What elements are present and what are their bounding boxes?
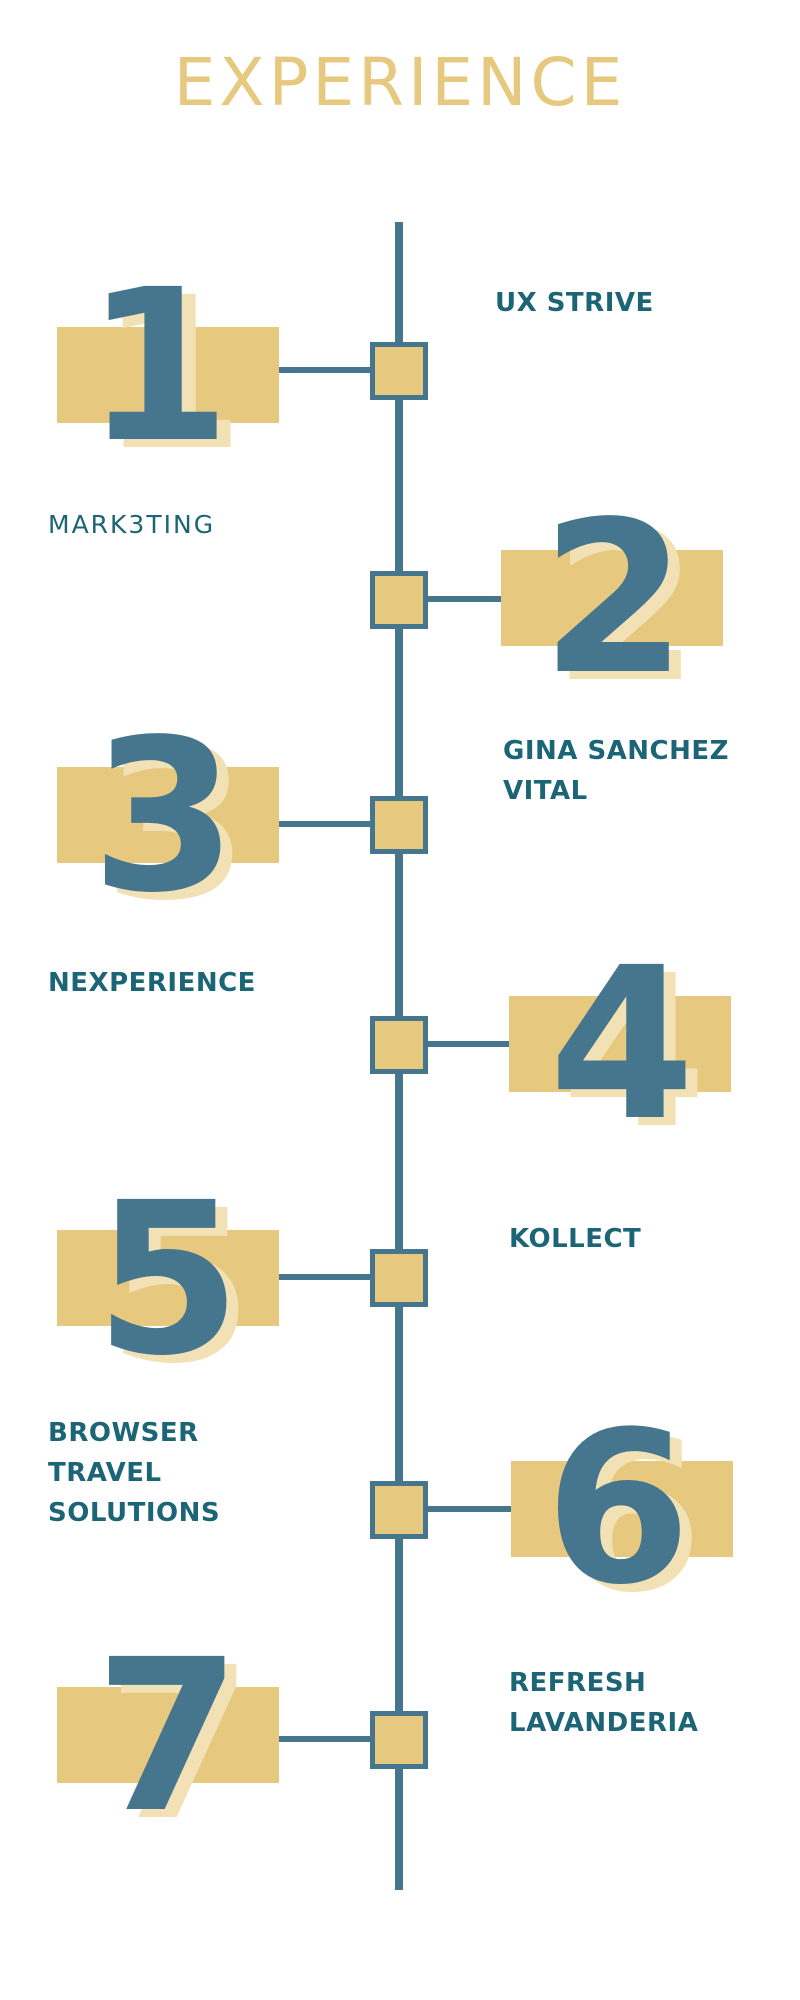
company-name-6: BROWSER TRAVEL SOLUTIONS xyxy=(48,1418,221,1528)
number-highlight-3 xyxy=(57,767,279,863)
company-name-3: GINA SANCHEZ VITAL xyxy=(503,736,730,806)
timeline-number-7: 7 xyxy=(94,1614,242,1859)
timeline-node-3 xyxy=(370,796,428,854)
company-name-4: NEXPERIENCE xyxy=(48,968,256,998)
company-name-7: REFRESH LAVANDERIA xyxy=(509,1668,699,1738)
company-name-2: MARK3TING xyxy=(48,510,216,539)
connector-5 xyxy=(279,1274,371,1280)
timeline-number-5: 5 xyxy=(94,1157,242,1402)
timeline-node-1 xyxy=(370,342,428,400)
number-highlight-7 xyxy=(57,1687,279,1783)
connector-1 xyxy=(279,367,371,373)
number-shadow-5: 5 xyxy=(106,1165,254,1410)
page-title: EXPERIENCE xyxy=(173,44,627,121)
timeline-number-3: 3 xyxy=(90,694,238,939)
timeline-node-4 xyxy=(370,1016,428,1074)
number-shadow-1: 1 xyxy=(98,252,246,497)
number-shadow-6: 6 xyxy=(556,1394,704,1639)
connector-2 xyxy=(427,596,502,602)
timeline-number-2: 2 xyxy=(540,476,688,721)
connector-6 xyxy=(427,1506,512,1512)
number-shadow-3: 3 xyxy=(102,702,250,947)
company-name-5: KOLLECT xyxy=(509,1224,642,1254)
timeline-number-4: 4 xyxy=(548,922,696,1167)
number-highlight-2 xyxy=(501,550,723,646)
company-name-1: UX STRIVE xyxy=(495,288,654,318)
timeline-node-2 xyxy=(370,571,428,629)
number-shadow-4: 4 xyxy=(560,930,708,1175)
number-shadow-2: 2 xyxy=(552,484,700,729)
connector-7 xyxy=(279,1736,371,1742)
connector-4 xyxy=(427,1041,509,1047)
timeline-node-7 xyxy=(370,1711,428,1769)
timeline-node-6 xyxy=(370,1481,428,1539)
number-highlight-5 xyxy=(57,1230,279,1326)
timeline-number-6: 6 xyxy=(544,1386,692,1631)
timeline-node-5 xyxy=(370,1249,428,1307)
number-highlight-4 xyxy=(509,996,731,1092)
connector-3 xyxy=(279,821,371,827)
number-highlight-6 xyxy=(511,1461,733,1557)
timeline-number-1: 1 xyxy=(84,244,232,489)
number-shadow-7: 7 xyxy=(106,1622,254,1867)
number-highlight-1 xyxy=(57,327,279,423)
